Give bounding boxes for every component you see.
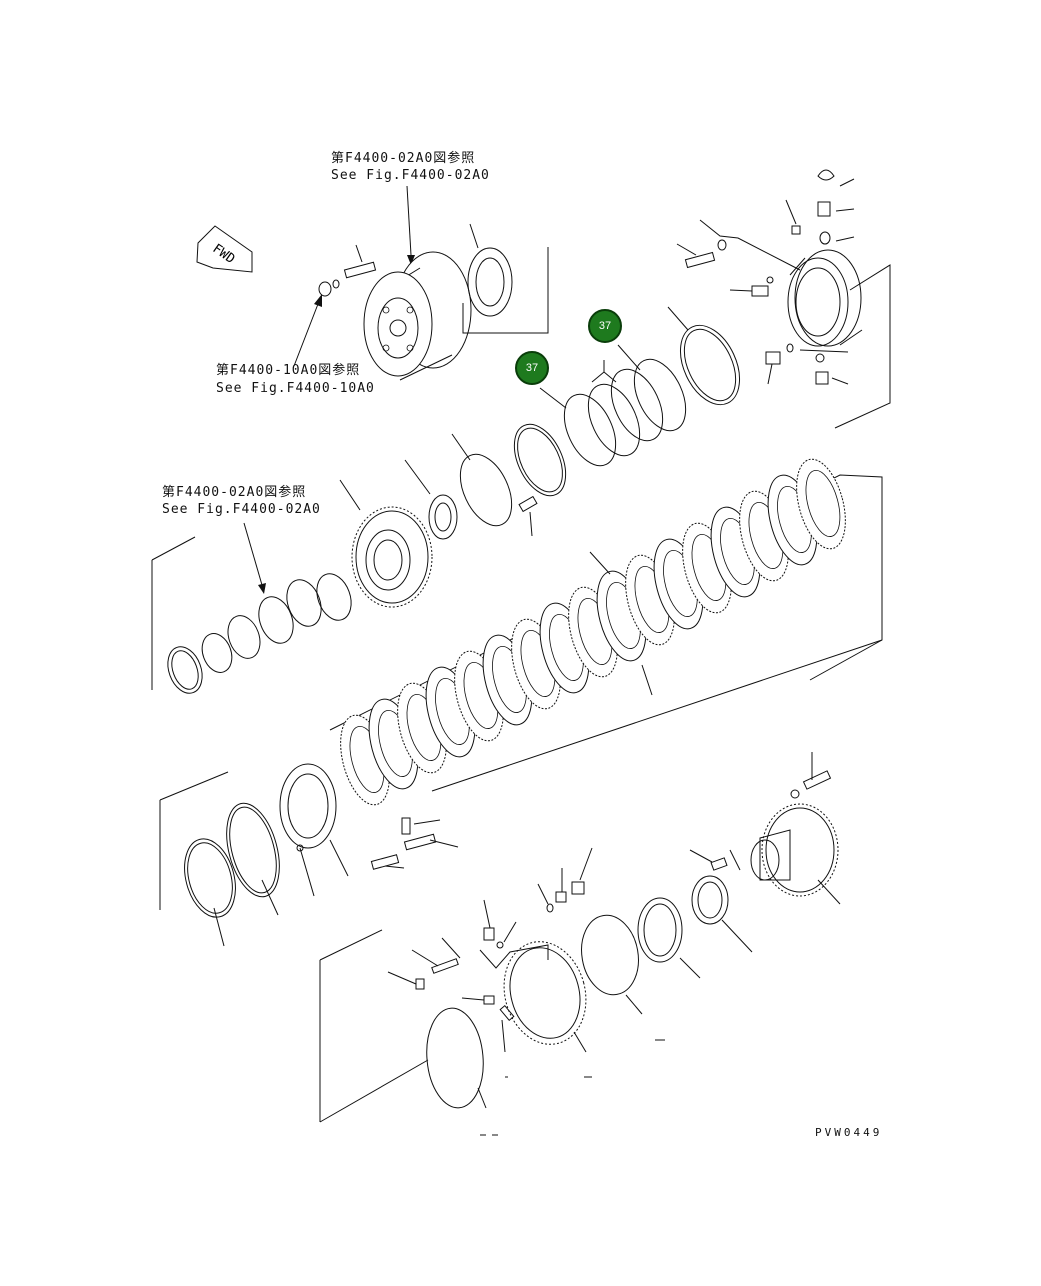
fittings-top-right (676, 169, 855, 385)
ref-label-mid-en: See Fig.F4400-10A0 (216, 381, 375, 396)
part-37-badge[interactable]: 37 (515, 351, 549, 385)
ref-label-top-en: See Fig.F4400-02A0 (331, 168, 490, 183)
ref-label-left-jp: 第F4400-02A0図参照 (162, 485, 307, 500)
top-ref-leader (406, 185, 415, 265)
ref-label-top-jp: 第F4400-02A0図参照 (331, 151, 476, 166)
clutch-disc-inner (805, 470, 841, 537)
ref-label-mid-jp: 第F4400-10A0図参照 (216, 363, 361, 378)
bearings-lower (581, 875, 753, 1015)
housing-cover (787, 249, 891, 429)
ring-group-upper (404, 306, 741, 540)
clutch-disc-stack (329, 458, 883, 806)
figure-code: PVW0449 (815, 1126, 883, 1139)
part-37-badge[interactable]: 37 (588, 309, 622, 343)
mid-ref-leader (293, 294, 322, 367)
fwd-arrow-icon: FWD (196, 225, 253, 273)
piston-lower-left (159, 763, 459, 947)
ref-label-left-en: See Fig.F4400-02A0 (162, 502, 321, 517)
bolt-upper-left (318, 244, 377, 297)
snap-rings-left (151, 522, 352, 694)
clutch-disc (796, 458, 846, 550)
output-shaft (689, 752, 841, 905)
bearing-upper (462, 223, 549, 334)
clutch-drum (363, 251, 472, 381)
ring-gear-lower (319, 847, 593, 1123)
fwd-text: FWD (210, 241, 238, 267)
gear-hub (339, 479, 433, 608)
